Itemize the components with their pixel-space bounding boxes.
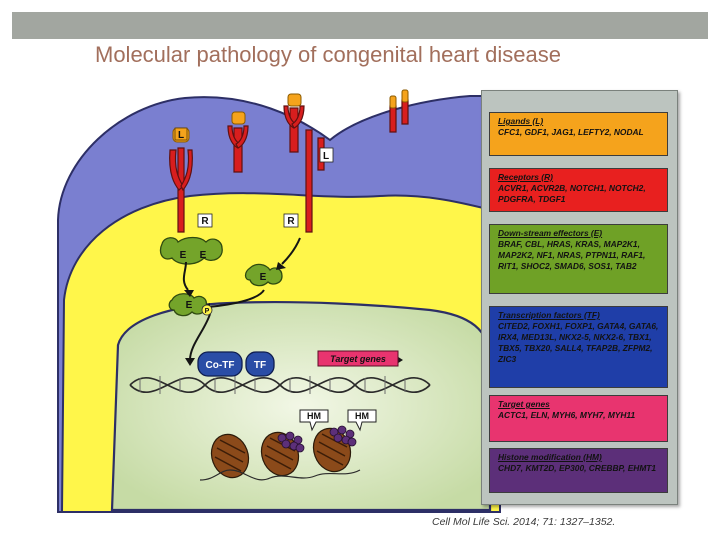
cofactor-box (197, 351, 243, 377)
tf-box (245, 351, 275, 377)
effector-label-4: E (186, 300, 193, 311)
chromatin-fiber (199, 469, 361, 481)
legend-transcription-factors: Transcription factors (TF) CITED2, FOXH1… (489, 306, 668, 388)
legend-receptors-heading: Receptors (R) (498, 172, 553, 182)
hm-tags (299, 409, 377, 432)
legend-receptors: Receptors (R) ACVR1, ACVR2B, NOTCH1, NOT… (489, 168, 668, 212)
hm-label-2: HM (355, 411, 369, 421)
page-title: Molecular pathology of congenital heart … (95, 42, 561, 67)
legend-hm-heading: Histone modification (HM) (498, 452, 602, 462)
legend-ligands: Ligands (L) CFC1, GDF1, JAG1, LEFTY2, NO… (489, 112, 668, 156)
receptor-label-1: R (201, 216, 209, 227)
citation: Cell Mol Life Sci. 2014; 71: 1327–1352. (432, 516, 616, 528)
phospho-marker (201, 304, 213, 316)
ligand-tag-1 (174, 127, 188, 141)
receptor-tag-1 (197, 213, 213, 228)
ligand-tag-2 (319, 147, 334, 163)
diagram-text-labels: L L R R E E E E P Co-TF TF Target genes … (174, 127, 386, 421)
ligand-label-2: L (323, 151, 329, 162)
nucleus (110, 300, 492, 512)
legend-target-genes-list: ACTC1, ELN, MYH6, MYH7, MYH11 (498, 410, 636, 420)
receptor-complexes (169, 99, 409, 233)
tf-label: TF (254, 360, 266, 371)
cofactor-label: Co-TF (206, 360, 235, 371)
dna-rungs (139, 376, 406, 394)
target-genes-box (317, 350, 399, 367)
legend-tf-genes: CITED2, FOXH1, FOXP1, GATA4, GATA6, IRX4… (498, 321, 659, 364)
target-genes-label: Target genes (330, 354, 386, 364)
ligand-label-1: L (178, 130, 184, 141)
receptor-tag-2 (283, 213, 299, 228)
legend-target-genes: Target genes ACTC1, ELN, MYH6, MYH7, MYH… (489, 395, 668, 442)
gene-legend: Ligands (L) CFC1, GDF1, JAG1, LEFTY2, NO… (481, 90, 678, 505)
effector-label-1: E (180, 250, 187, 261)
dna-helix (129, 377, 431, 393)
legend-histone-modification: Histone modification (HM) CHD7, KMT2D, E… (489, 448, 668, 493)
effector-label-2: E (200, 250, 207, 261)
hm-label-1: HM (307, 411, 321, 421)
effector-shapes (159, 236, 283, 317)
slide-top-bar (12, 12, 708, 39)
legend-effectors: Down-stream effectors (E) BRAF, CBL, HRA… (489, 224, 668, 294)
legend-ligands-heading: Ligands (L) (498, 116, 544, 126)
legend-receptors-genes: ACVR1, ACVR2B, NOTCH1, NOTCH2, PDGFRA, T… (498, 183, 646, 204)
legend-hm-genes: CHD7, KMT2D, EP300, CREBBP, EHMT1 (498, 463, 657, 473)
legend-effectors-heading: Down-stream effectors (E) (498, 228, 603, 238)
legend-effectors-genes: BRAF, CBL, HRAS, KRAS, MAP2K1, MAP2K2, N… (498, 239, 646, 271)
legend-target-genes-heading: Target genes (498, 399, 550, 409)
phospho-label: P (205, 308, 210, 315)
effector-label-3: E (260, 272, 267, 283)
legend-ligands-genes: CFC1, GDF1, JAG1, LEFTY2, NODAL (498, 127, 644, 137)
histone-marks (277, 425, 357, 453)
receptor-label-2: R (287, 216, 295, 227)
legend-tf-heading: Transcription factors (TF) (498, 310, 600, 320)
